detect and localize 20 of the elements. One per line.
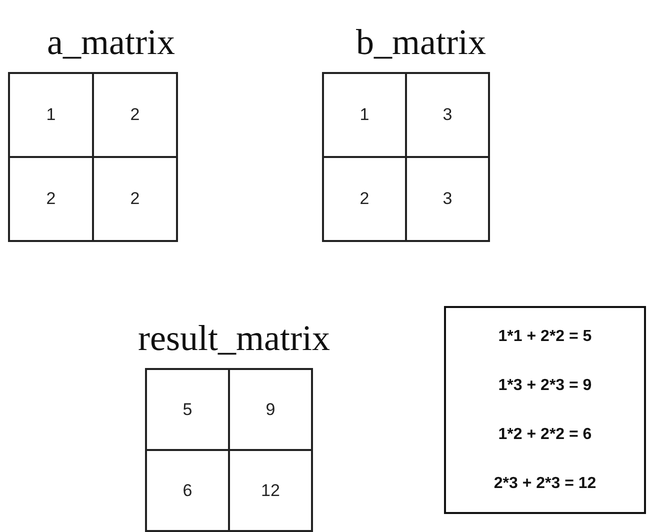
- matrix-cell: 12: [229, 450, 312, 531]
- matrix-cell: 2: [9, 157, 93, 241]
- matrix-cell: 1: [9, 73, 93, 157]
- calculation-box: [444, 306, 646, 514]
- equation: 2*3 + 2*3 = 12: [494, 474, 596, 492]
- matrix-cell: 6: [146, 450, 229, 531]
- equation: 1*1 + 2*2 = 5: [498, 328, 592, 346]
- matrix-title: b_matrix: [356, 21, 486, 63]
- matrix-cell: 2: [323, 157, 406, 241]
- equation: 1*3 + 2*3 = 9: [498, 376, 592, 394]
- matrix-cell: 2: [93, 73, 177, 157]
- matrix-cell: 5: [146, 369, 229, 450]
- matrix-cell: 2: [93, 157, 177, 241]
- matrix-title: a_matrix: [47, 21, 175, 63]
- matrix-cell: 9: [229, 369, 312, 450]
- matrix-cell: 3: [406, 73, 489, 157]
- matrix-cell: 3: [406, 157, 489, 241]
- equation: 1*2 + 2*2 = 6: [498, 426, 592, 444]
- matrix-cell: 1: [323, 73, 406, 157]
- matrix-title: result_matrix: [138, 317, 330, 359]
